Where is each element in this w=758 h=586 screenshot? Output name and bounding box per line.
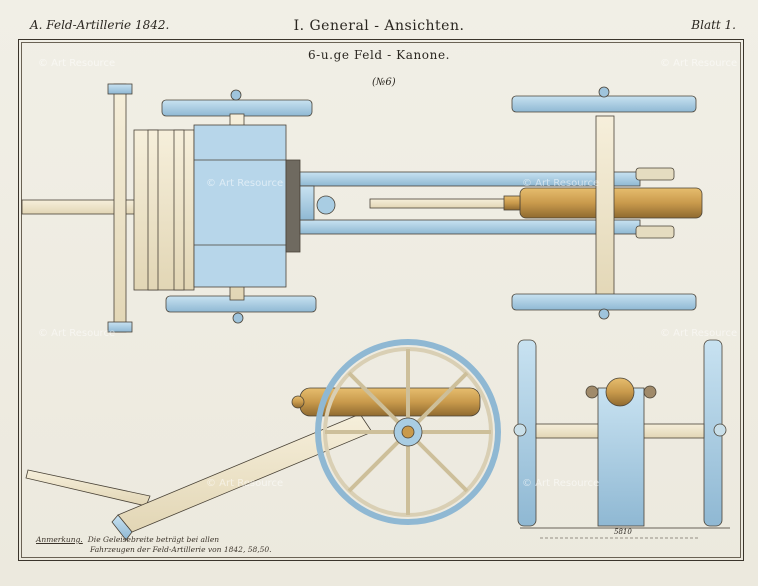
footnote-line-1: Die Geleisebreite beträgt bei allen <box>87 535 220 544</box>
series-title: A. Feld-Artillerie 1842. <box>30 18 170 32</box>
watermark: © Art Resource <box>206 478 284 489</box>
side-pole <box>25 469 151 507</box>
sheet-number: Blatt 1. <box>691 18 736 32</box>
footnote-label: Anmerkung. <box>36 535 83 544</box>
barrel-rear <box>605 377 635 407</box>
top-view <box>21 83 703 333</box>
watermark: © Art Resource <box>38 328 116 339</box>
inner-frame <box>21 42 741 558</box>
watermark: © Art Resource <box>660 58 738 69</box>
gun-wheel-top <box>511 95 697 113</box>
chain <box>285 159 301 253</box>
watermark: © Art Resource <box>522 178 600 189</box>
rear-view <box>513 339 727 527</box>
footnote: Anmerkung. Die Geleisebreite beträgt bei … <box>36 535 272 555</box>
gun-wheel-bottom <box>511 293 697 311</box>
side-view <box>25 339 501 541</box>
watermark: © Art Resource <box>522 478 600 489</box>
footnote-line-2: Fahrzeugen der Feld-Artillerie von 1842,… <box>90 545 272 554</box>
watermark: © Art Resource <box>660 328 738 339</box>
rear-trail <box>597 387 645 527</box>
watermark: © Art Resource <box>38 58 116 69</box>
scale-label: 5810 <box>614 528 632 536</box>
drawing-subtitle: 6-u.ge Feld - Kanone. <box>307 48 451 62</box>
ammunition-chest <box>193 124 287 288</box>
plate-number: (№6) <box>372 77 396 88</box>
outer-frame <box>18 39 744 561</box>
section-title: I. General - Ansichten. <box>293 18 465 34</box>
side-wheel-rim <box>315 339 501 525</box>
watermark: © Art Resource <box>206 178 284 189</box>
trail-bar-lower <box>299 219 641 235</box>
swingletree <box>113 83 127 333</box>
limber-frame <box>133 129 195 291</box>
gun-axle <box>595 115 615 307</box>
